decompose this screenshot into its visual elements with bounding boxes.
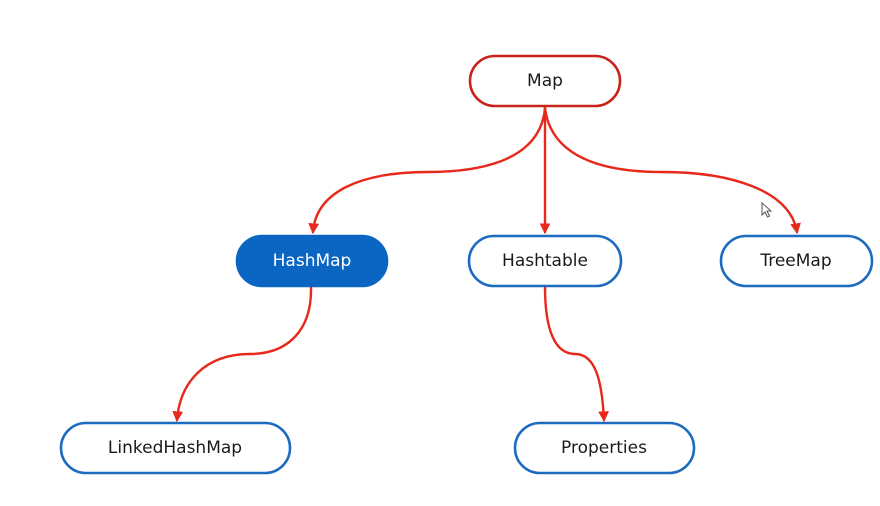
mouse-pointer-icon: [761, 201, 773, 218]
edges: [172, 106, 801, 423]
node-treemap-shape: [719, 234, 874, 288]
node-hashtable[interactable]: Hashtable: [467, 234, 623, 288]
node-hashtable-shape: [467, 234, 623, 288]
edge-hashmap-linkedhashmap: [172, 285, 313, 423]
node-treemap-label: TreeMap: [759, 251, 831, 271]
node-linkedhashmap[interactable]: LinkedHashMap: [59, 421, 292, 475]
node-linkedhashmap-label: LinkedHashMap: [108, 438, 242, 458]
edge-map-treemap: [543, 106, 801, 235]
node-map-shape: [468, 54, 622, 108]
node-map[interactable]: Map: [468, 54, 622, 108]
node-hashmap-shape: [235, 234, 389, 288]
node-hashtable-label: Hashtable: [502, 251, 588, 271]
node-map-label: Map: [527, 71, 563, 91]
node-properties-label: Properties: [561, 438, 647, 458]
node-hashmap-label: HashMap: [273, 251, 352, 271]
node-linkedhashmap-shape: [59, 421, 292, 475]
node-properties-shape: [513, 421, 696, 475]
node-hashmap[interactable]: HashMap: [235, 234, 389, 288]
node-treemap[interactable]: TreeMap: [719, 234, 874, 288]
edge-map-hashmap: [308, 106, 547, 235]
node-properties[interactable]: Properties: [513, 421, 696, 475]
edge-hashtable-properties: [543, 285, 609, 423]
